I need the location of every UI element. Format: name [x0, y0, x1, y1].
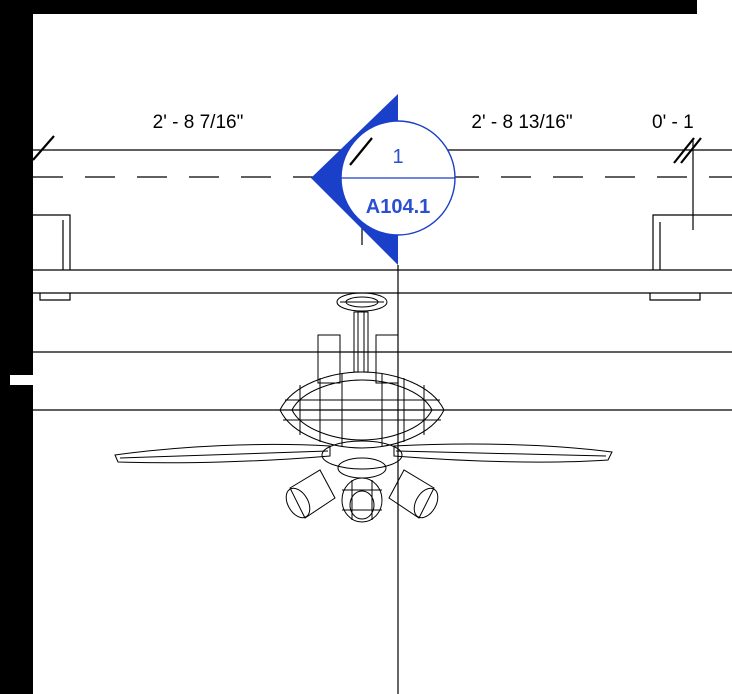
section-head-marker[interactable]: 1 A104.1: [311, 94, 456, 265]
section-detail-number: 1: [392, 146, 403, 168]
dimension-text-right[interactable]: 2' - 8 13/16": [471, 112, 572, 133]
dimension-tick-over-marker: [349, 137, 373, 166]
dimension-tick-right-b: [680, 137, 702, 164]
dimension-tick-left: [32, 135, 55, 161]
dimension-text-far-right[interactable]: 0' - 1: [652, 112, 694, 133]
dimension-tick-right-a: [673, 137, 695, 164]
wall-stub-left: [33, 214, 71, 270]
bracket-left: [39, 293, 71, 301]
wall-stub-right: [652, 214, 732, 270]
ceiling-fan-with-lights-icon[interactable]: [114, 292, 613, 523]
dimension-text-left[interactable]: 2' - 8 7/16": [153, 112, 244, 133]
section-sheet-number: A104.1: [366, 196, 431, 218]
drawing-area[interactable]: [10, 0, 732, 694]
bracket-right: [649, 293, 701, 301]
